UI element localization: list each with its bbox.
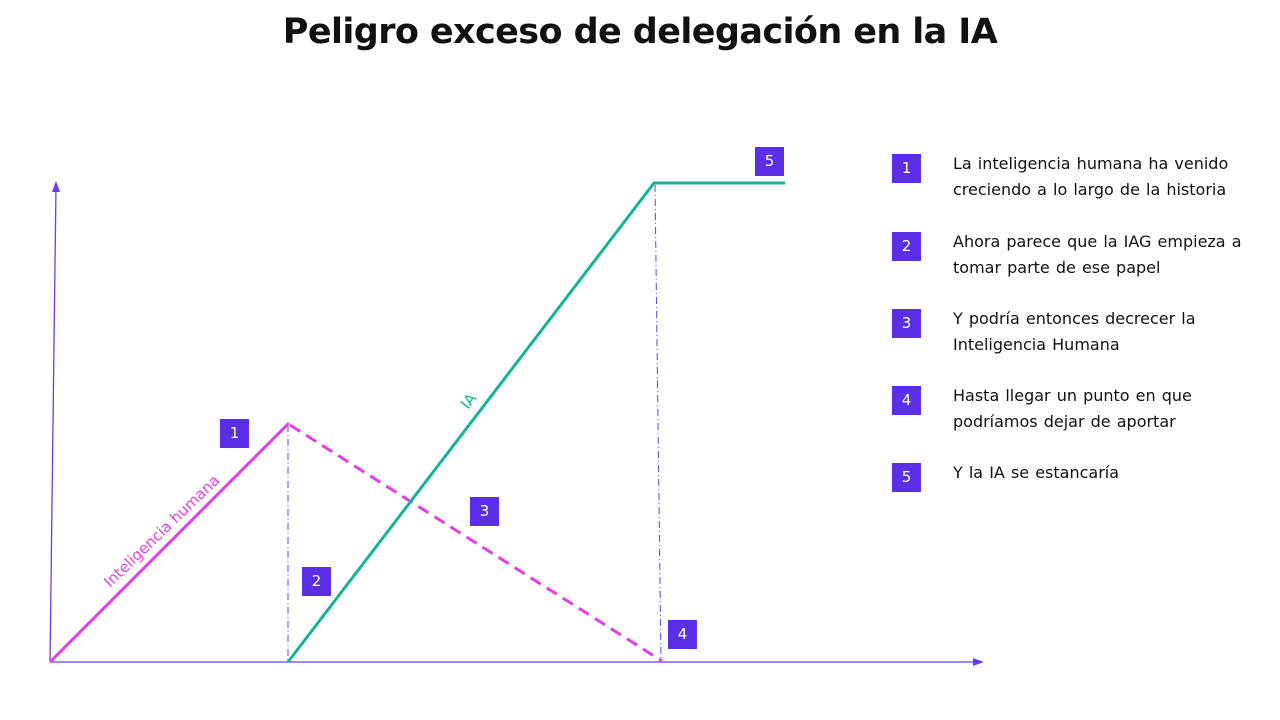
legend-text-5: Y la IA se estancaría <box>953 463 1120 482</box>
legend-text-3: Y podría entonces decrecer la Inteligenc… <box>953 309 1196 354</box>
legend-text-1: La inteligencia humana ha venido crecien… <box>953 154 1229 199</box>
human-intelligence-label: Inteligencia humana <box>100 471 223 591</box>
human-intelligence-line <box>48 421 291 664</box>
human-intelligence-decline-line <box>289 423 663 663</box>
legend-badge-5: 5 <box>892 463 921 492</box>
legend-text-2: Ahora parece que la IAG empieza a tomar … <box>953 232 1242 277</box>
legend-badge-4: 4 <box>892 386 921 415</box>
legend-badge-1: 1 <box>892 154 921 183</box>
slide-title: Peligro exceso de delegación en la IA <box>282 12 998 52</box>
axes <box>49 181 984 666</box>
y-axis-arrow-icon <box>52 181 60 192</box>
guide-line-ai-top <box>654 184 662 661</box>
legend-item-1: 1 La inteligencia humana ha venido creci… <box>892 154 1272 214</box>
legend-text-4: Hasta llegar un punto en que podríamos d… <box>953 386 1192 431</box>
ai-label: IA <box>457 389 481 412</box>
x-axis-arrow-icon <box>973 658 984 666</box>
marker-5: 5 <box>755 147 784 176</box>
marker-4: 4 <box>668 620 697 649</box>
legend-item-2: 2 Ahora parece que la IAG empieza a toma… <box>892 232 1272 292</box>
legend-item-3: 3 Y podría entonces decrecer la Intelige… <box>892 309 1272 369</box>
legend-item-4: 4 Hasta llegar un punto en que podríamos… <box>892 386 1272 446</box>
marker-1: 1 <box>220 419 249 448</box>
legend-item-5: 5 Y la IA se estancaría <box>892 463 1272 523</box>
legend-badge-3: 3 <box>892 309 921 338</box>
y-axis <box>49 185 57 663</box>
legend-badge-2: 2 <box>892 232 921 261</box>
marker-2: 2 <box>302 567 331 596</box>
marker-3: 3 <box>470 497 499 526</box>
ai-line <box>286 181 785 663</box>
